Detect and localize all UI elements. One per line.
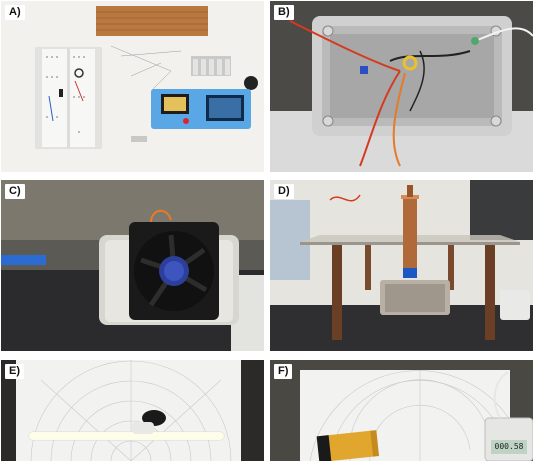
meter-reading: 000.58 [494,442,524,451]
panel-b-photo [270,1,533,172]
panel-c-photo [1,180,264,351]
panel-f: 000.58 F) [270,360,533,461]
panel-e: E) [1,360,264,461]
panel-d-label: D) [274,184,294,199]
panel-a-photo [1,1,264,172]
panel-d: D) [270,180,533,351]
panel-d-photo [270,180,533,351]
panel-a-label: A) [5,5,25,20]
panel-f-label: F) [274,364,293,379]
panel-a: A) [1,1,264,172]
panel-b-label: B) [274,5,294,20]
panel-c-label: C) [5,184,25,199]
panel-b: B) [270,1,533,172]
panel-f-photo [270,360,533,461]
panel-e-photo [1,360,264,461]
panel-c: C) [1,180,264,351]
panel-e-label: E) [5,364,24,379]
